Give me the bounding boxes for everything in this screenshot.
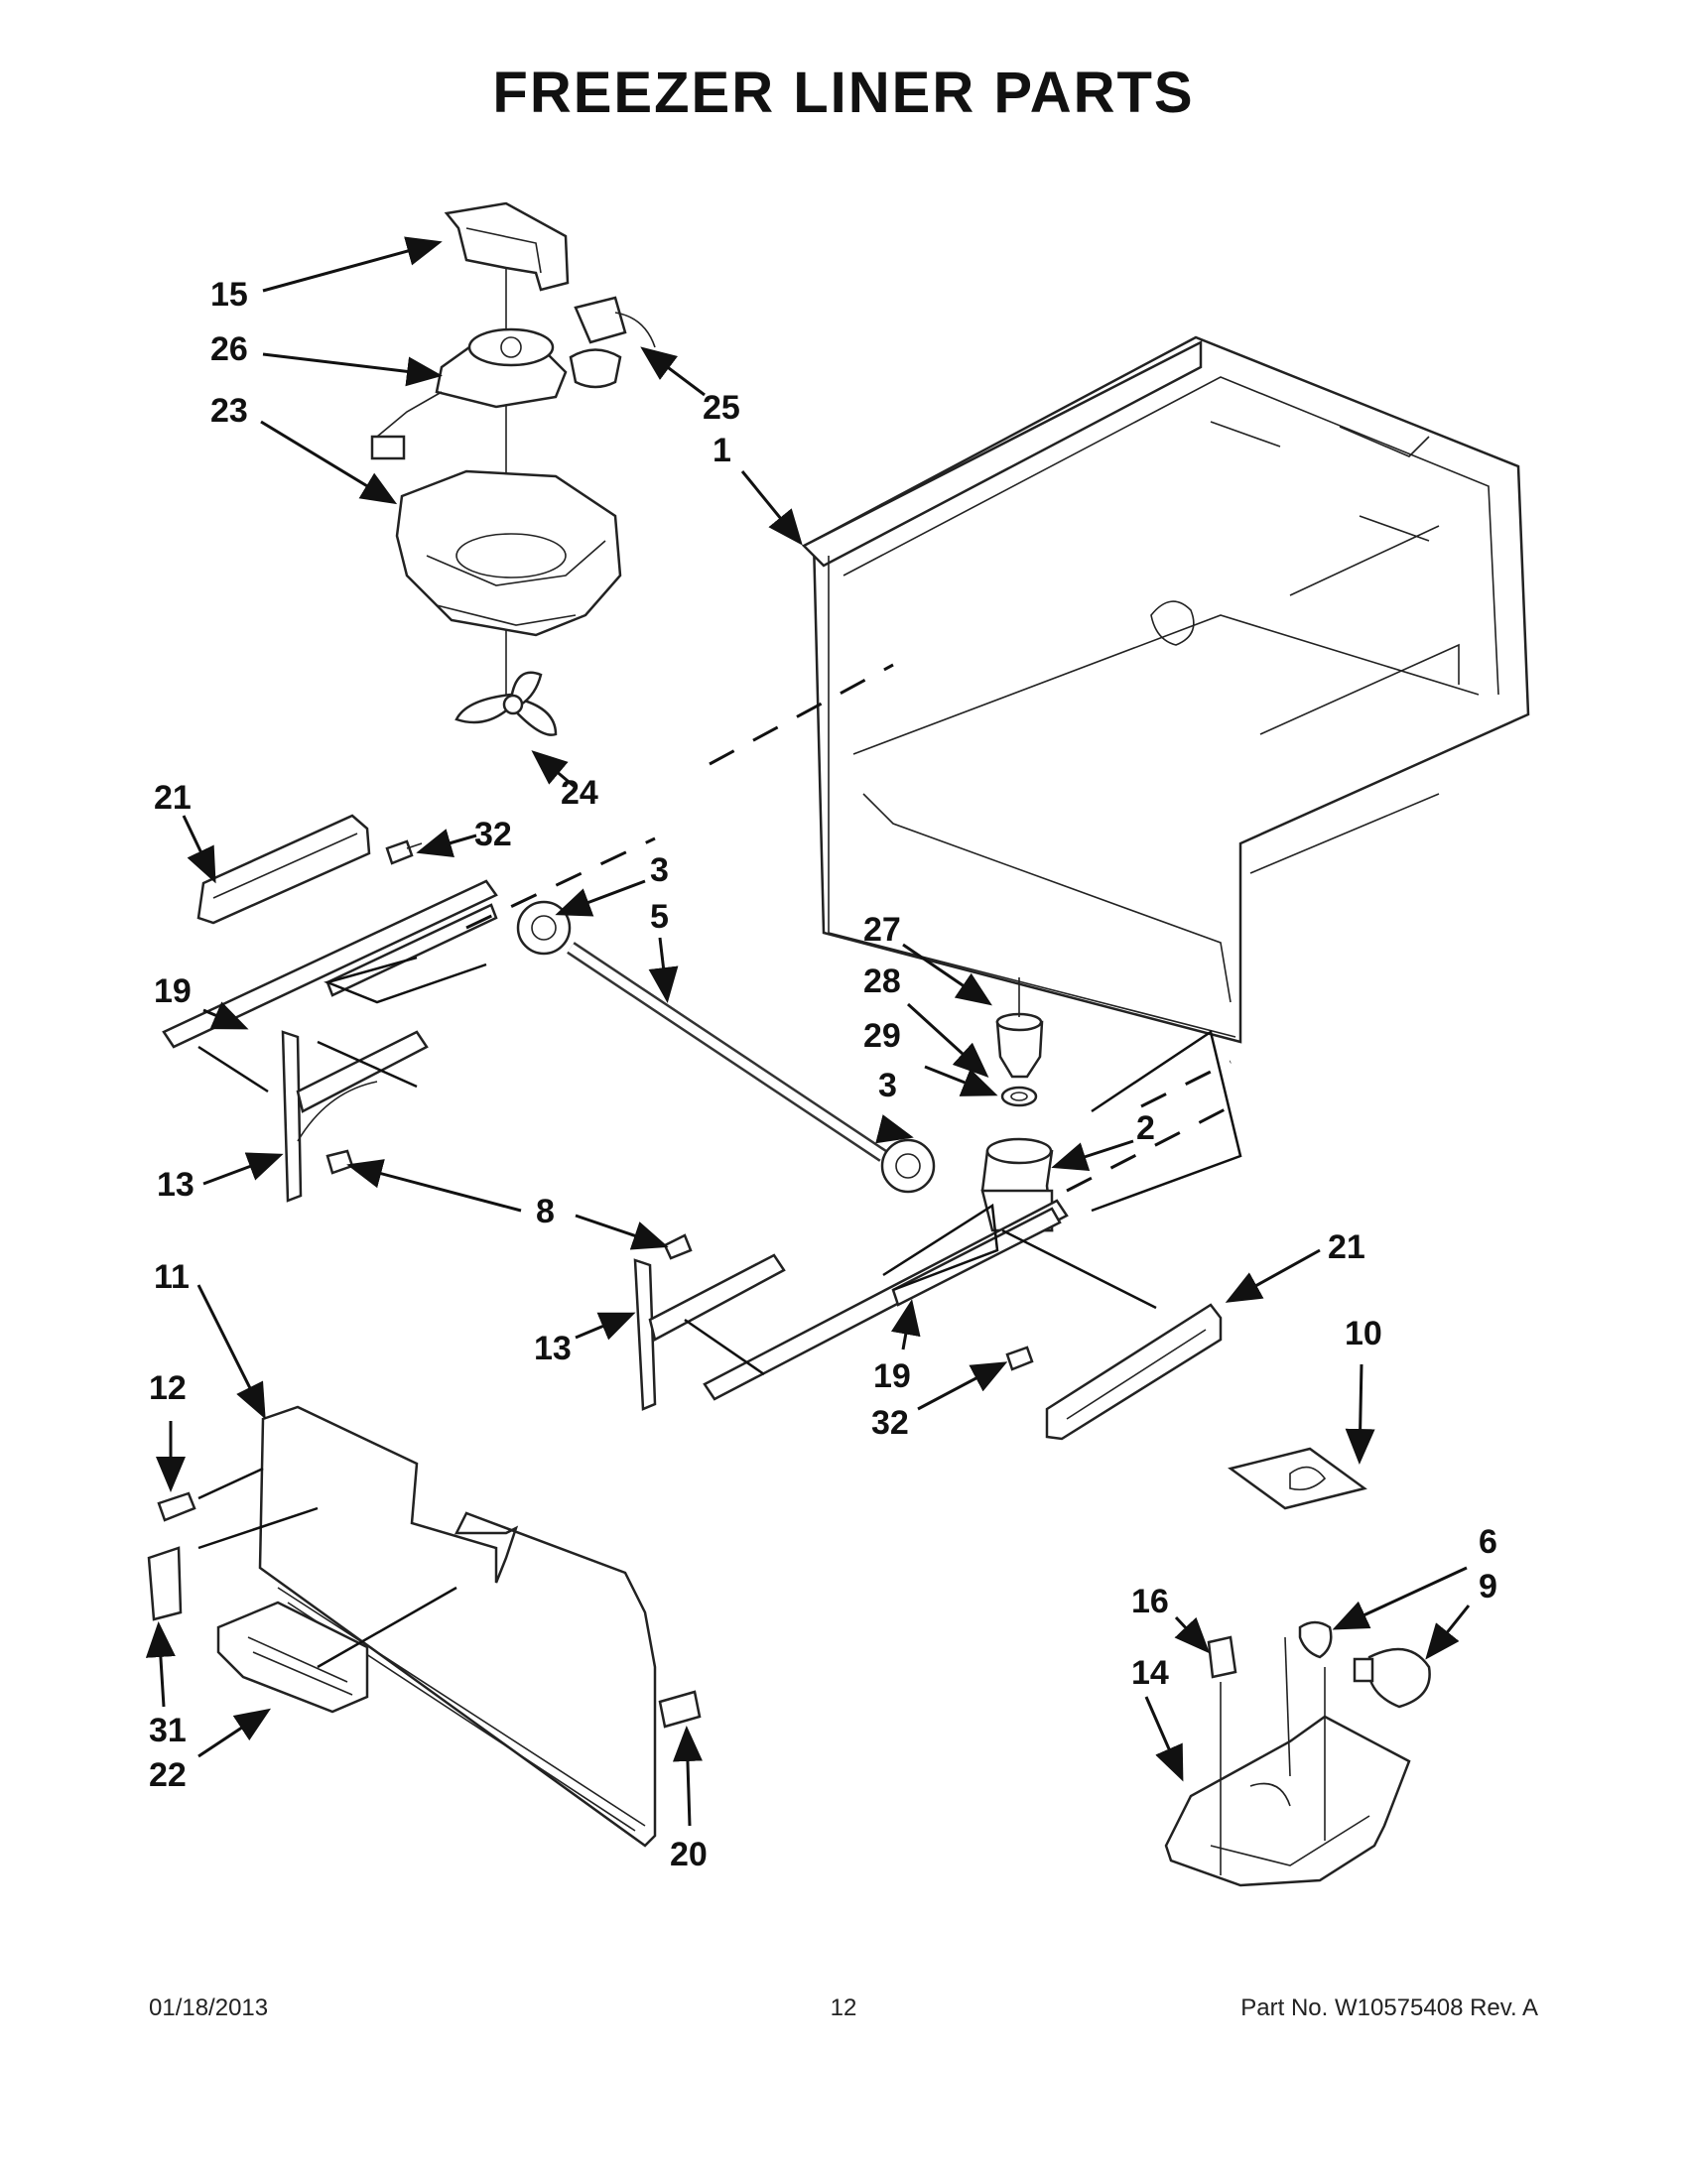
callout-19-left: 19	[154, 972, 192, 1010]
callout-32-upper: 32	[474, 816, 512, 853]
fan-assembly	[370, 201, 656, 736]
callout-14: 14	[1131, 1654, 1169, 1692]
footer-part-number: Part No. W10575408 Rev. A	[1240, 1994, 1538, 2021]
callout-13-left: 13	[157, 1166, 195, 1204]
callout-3-upper: 3	[650, 851, 669, 889]
callout-21-upper: 21	[154, 779, 192, 817]
callout-1: 1	[713, 432, 731, 469]
callout-16: 16	[1131, 1583, 1169, 1620]
callout-6: 6	[1479, 1523, 1497, 1561]
callout-12: 12	[149, 1369, 187, 1407]
callout-3-lower: 3	[878, 1067, 897, 1104]
callout-11: 11	[154, 1258, 190, 1296]
light-assembly	[1164, 1447, 1431, 1887]
air-duct-assembly	[980, 977, 1054, 1232]
shaft-and-gears	[516, 900, 936, 1194]
callout-9: 9	[1479, 1568, 1497, 1606]
callout-20: 20	[670, 1836, 708, 1873]
callout-32-lower: 32	[871, 1404, 909, 1442]
callout-24: 24	[561, 774, 598, 812]
callout-5: 5	[650, 898, 669, 936]
lower-panel-assembly	[147, 1405, 702, 1848]
callout-19-right: 19	[873, 1357, 911, 1395]
footer-date: 01/18/2013	[149, 1994, 269, 2021]
callout-numbers: 15 26 23 25 1 24 21 32 3 5 19 27 28 29 3…	[149, 276, 1497, 1873]
page-title: FREEZER LINER PARTS	[492, 61, 1195, 125]
alignment-lines	[465, 663, 1242, 1213]
callout-2: 2	[1136, 1109, 1155, 1147]
callout-10: 10	[1345, 1315, 1382, 1352]
callout-28: 28	[863, 963, 901, 1000]
callout-27: 27	[863, 911, 901, 949]
callout-21-right: 21	[1328, 1228, 1365, 1266]
freezer-liner	[801, 335, 1530, 1044]
callout-13-right: 13	[534, 1330, 572, 1367]
left-rail-assembly	[162, 814, 498, 1203]
callout-22: 22	[149, 1756, 187, 1794]
callout-15: 15	[210, 276, 248, 314]
callout-8: 8	[536, 1193, 555, 1230]
leader-arrows	[145, 236, 1471, 1827]
callout-23: 23	[210, 392, 248, 430]
callout-29: 29	[863, 1017, 901, 1055]
callout-26: 26	[210, 330, 248, 368]
callout-25: 25	[703, 389, 740, 427]
right-rail-assembly	[633, 1199, 1223, 1441]
footer-page-number: 12	[830, 1994, 857, 2021]
callout-31: 31	[149, 1712, 187, 1749]
